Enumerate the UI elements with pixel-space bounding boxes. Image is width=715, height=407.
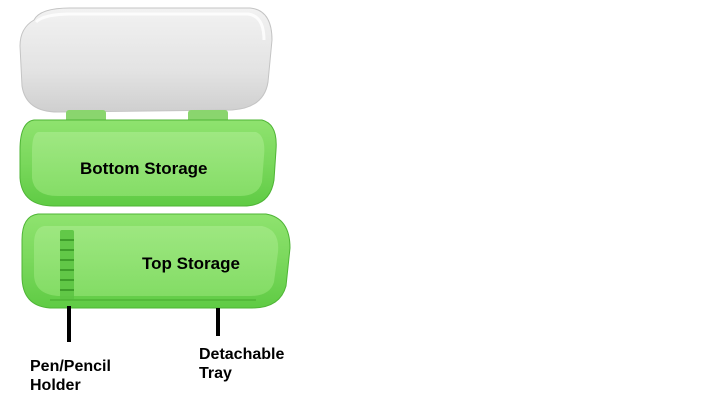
- detachable-tray-label: Detachable Tray: [199, 345, 284, 383]
- pen-holder-label: Pen/Pencil Holder: [30, 357, 111, 395]
- pen-holder-label-line2: Holder: [30, 377, 81, 394]
- pen-holder-slots: [60, 230, 74, 300]
- bottom-storage-label: Bottom Storage: [80, 159, 208, 178]
- bottom-storage-compartment: [19, 119, 277, 207]
- top-storage-label: Top Storage: [142, 254, 240, 273]
- detachable-tray-label-line2: Tray: [199, 365, 232, 382]
- pen-holder-label-line1: Pen/Pencil: [30, 358, 111, 375]
- top-storage-compartment: [21, 213, 291, 309]
- detachable-tray-label-line1: Detachable: [199, 346, 285, 363]
- lid: [19, 7, 273, 113]
